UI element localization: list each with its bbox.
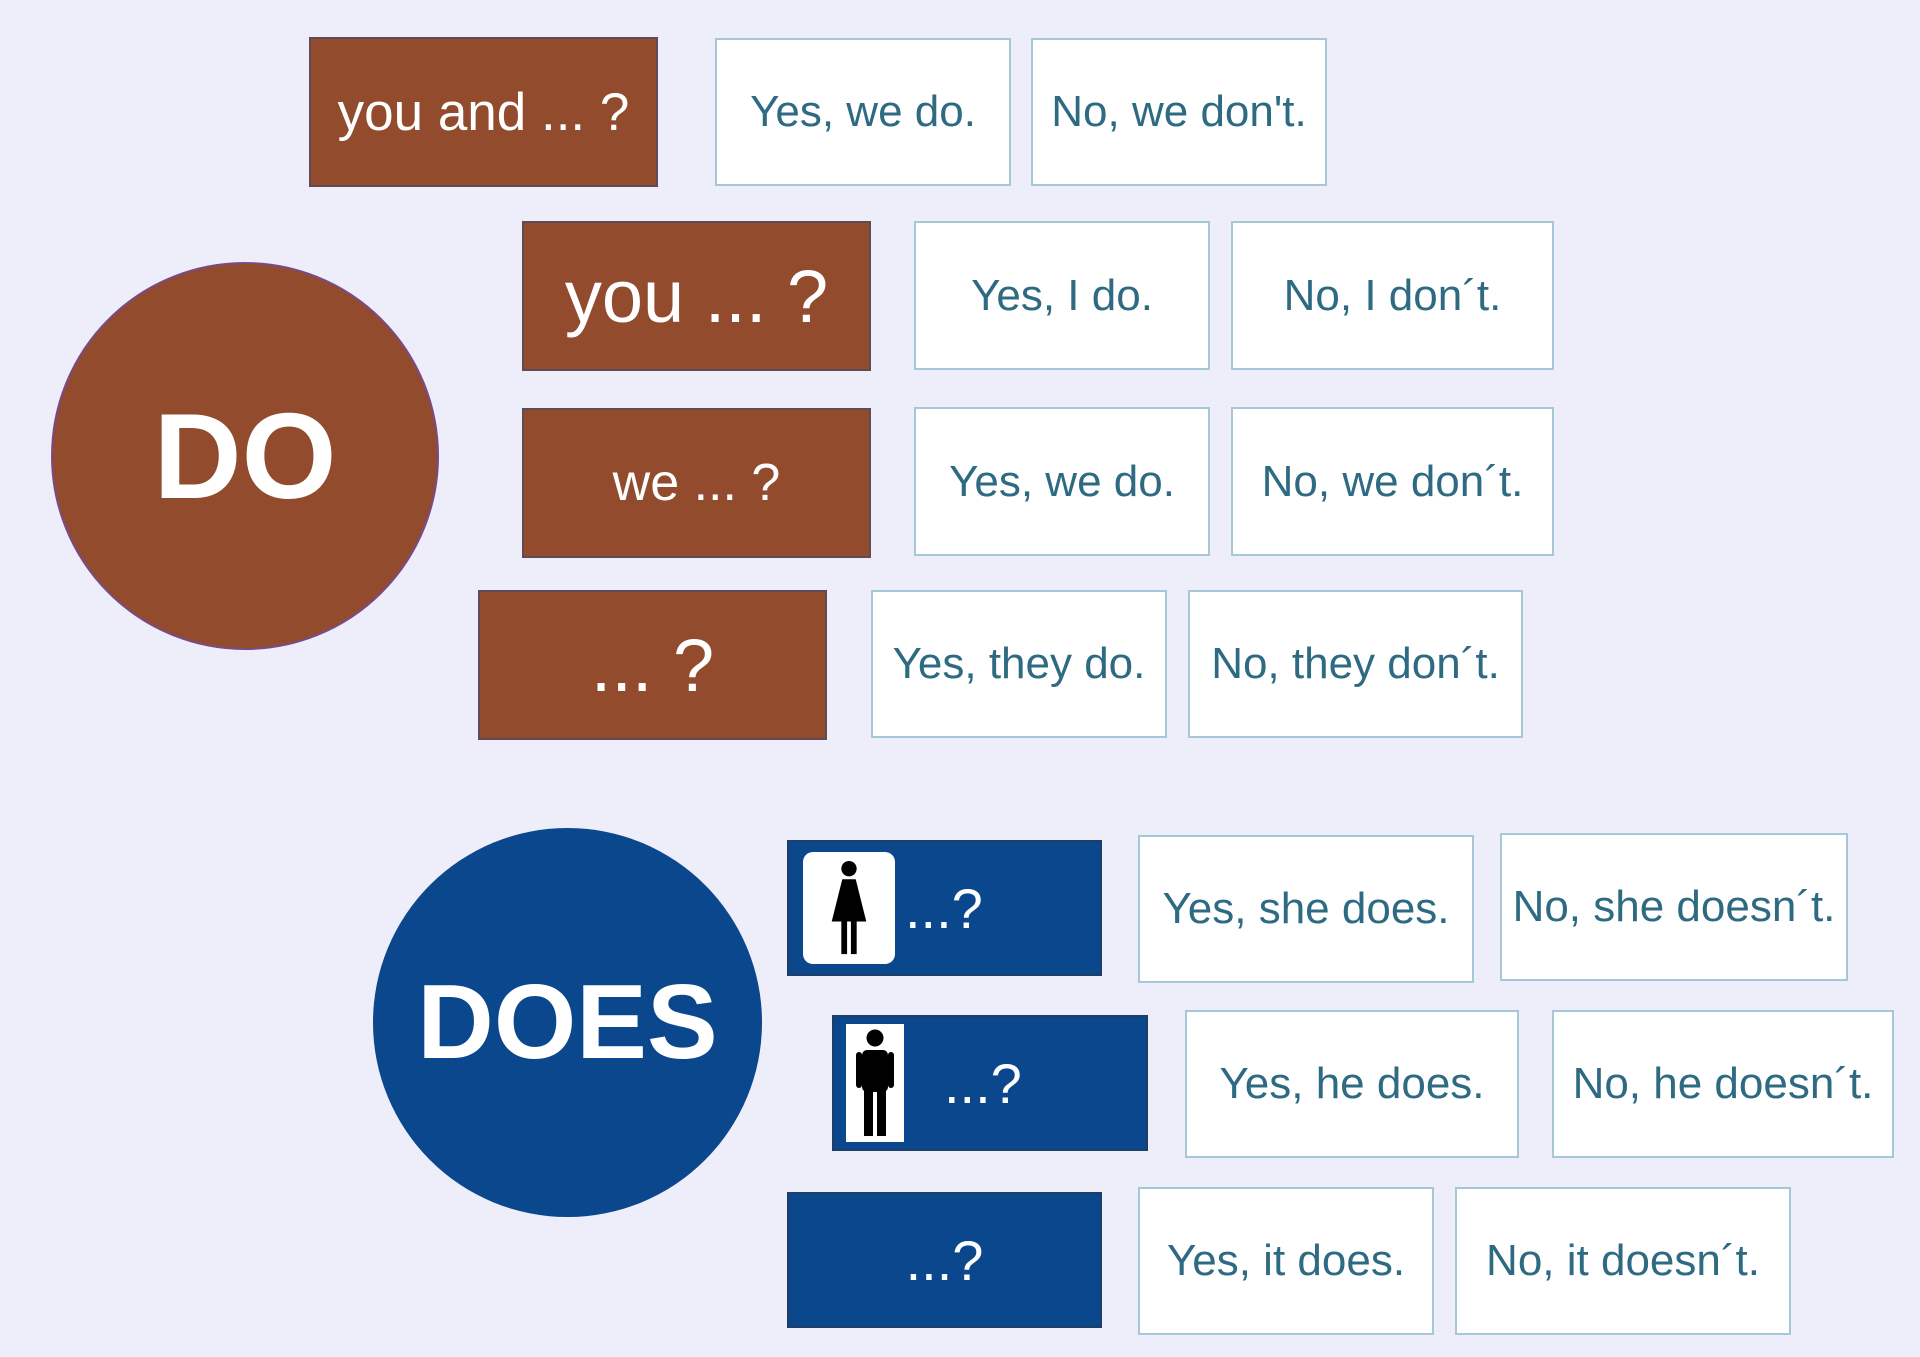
does-answer-yes-she: Yes, she does. xyxy=(1138,835,1474,983)
does-label: DOES xyxy=(417,963,718,1081)
man-icon xyxy=(846,1024,904,1142)
does-answer-no-she: No, she doesn´t. xyxy=(1500,833,1848,981)
do-answer-yes-3: Yes, we do. xyxy=(914,407,1210,556)
do-question-we: we ... ? xyxy=(522,408,871,558)
do-answer-no-1: No, we don't. xyxy=(1031,38,1327,186)
do-answer-no-2: No, I don´t. xyxy=(1231,221,1554,370)
does-circle: DOES xyxy=(373,828,762,1217)
does-question-she: ...? xyxy=(787,840,1102,976)
does-answer-no-he: No, he doesn´t. xyxy=(1552,1010,1894,1158)
do-circle: DO xyxy=(51,262,439,650)
do-answer-no-4: No, they don´t. xyxy=(1188,590,1523,738)
does-question-he: ...? xyxy=(832,1015,1148,1151)
does-answer-yes-he: Yes, he does. xyxy=(1185,1010,1519,1158)
do-answer-yes-1: Yes, we do. xyxy=(715,38,1011,186)
do-answer-yes-4: Yes, they do. xyxy=(871,590,1167,738)
do-answer-no-3: No, we don´t. xyxy=(1231,407,1554,556)
do-question-you-and: you and ... ? xyxy=(309,37,658,187)
do-question-they: ... ? xyxy=(478,590,827,740)
does-question-it: ...? xyxy=(787,1192,1102,1328)
do-question-you: you ... ? xyxy=(522,221,871,371)
do-label: DO xyxy=(153,388,337,524)
woman-icon xyxy=(803,852,895,964)
do-answer-yes-2: Yes, I do. xyxy=(914,221,1210,370)
does-answer-yes-it: Yes, it does. xyxy=(1138,1187,1434,1335)
does-answer-no-it: No, it doesn´t. xyxy=(1455,1187,1791,1335)
